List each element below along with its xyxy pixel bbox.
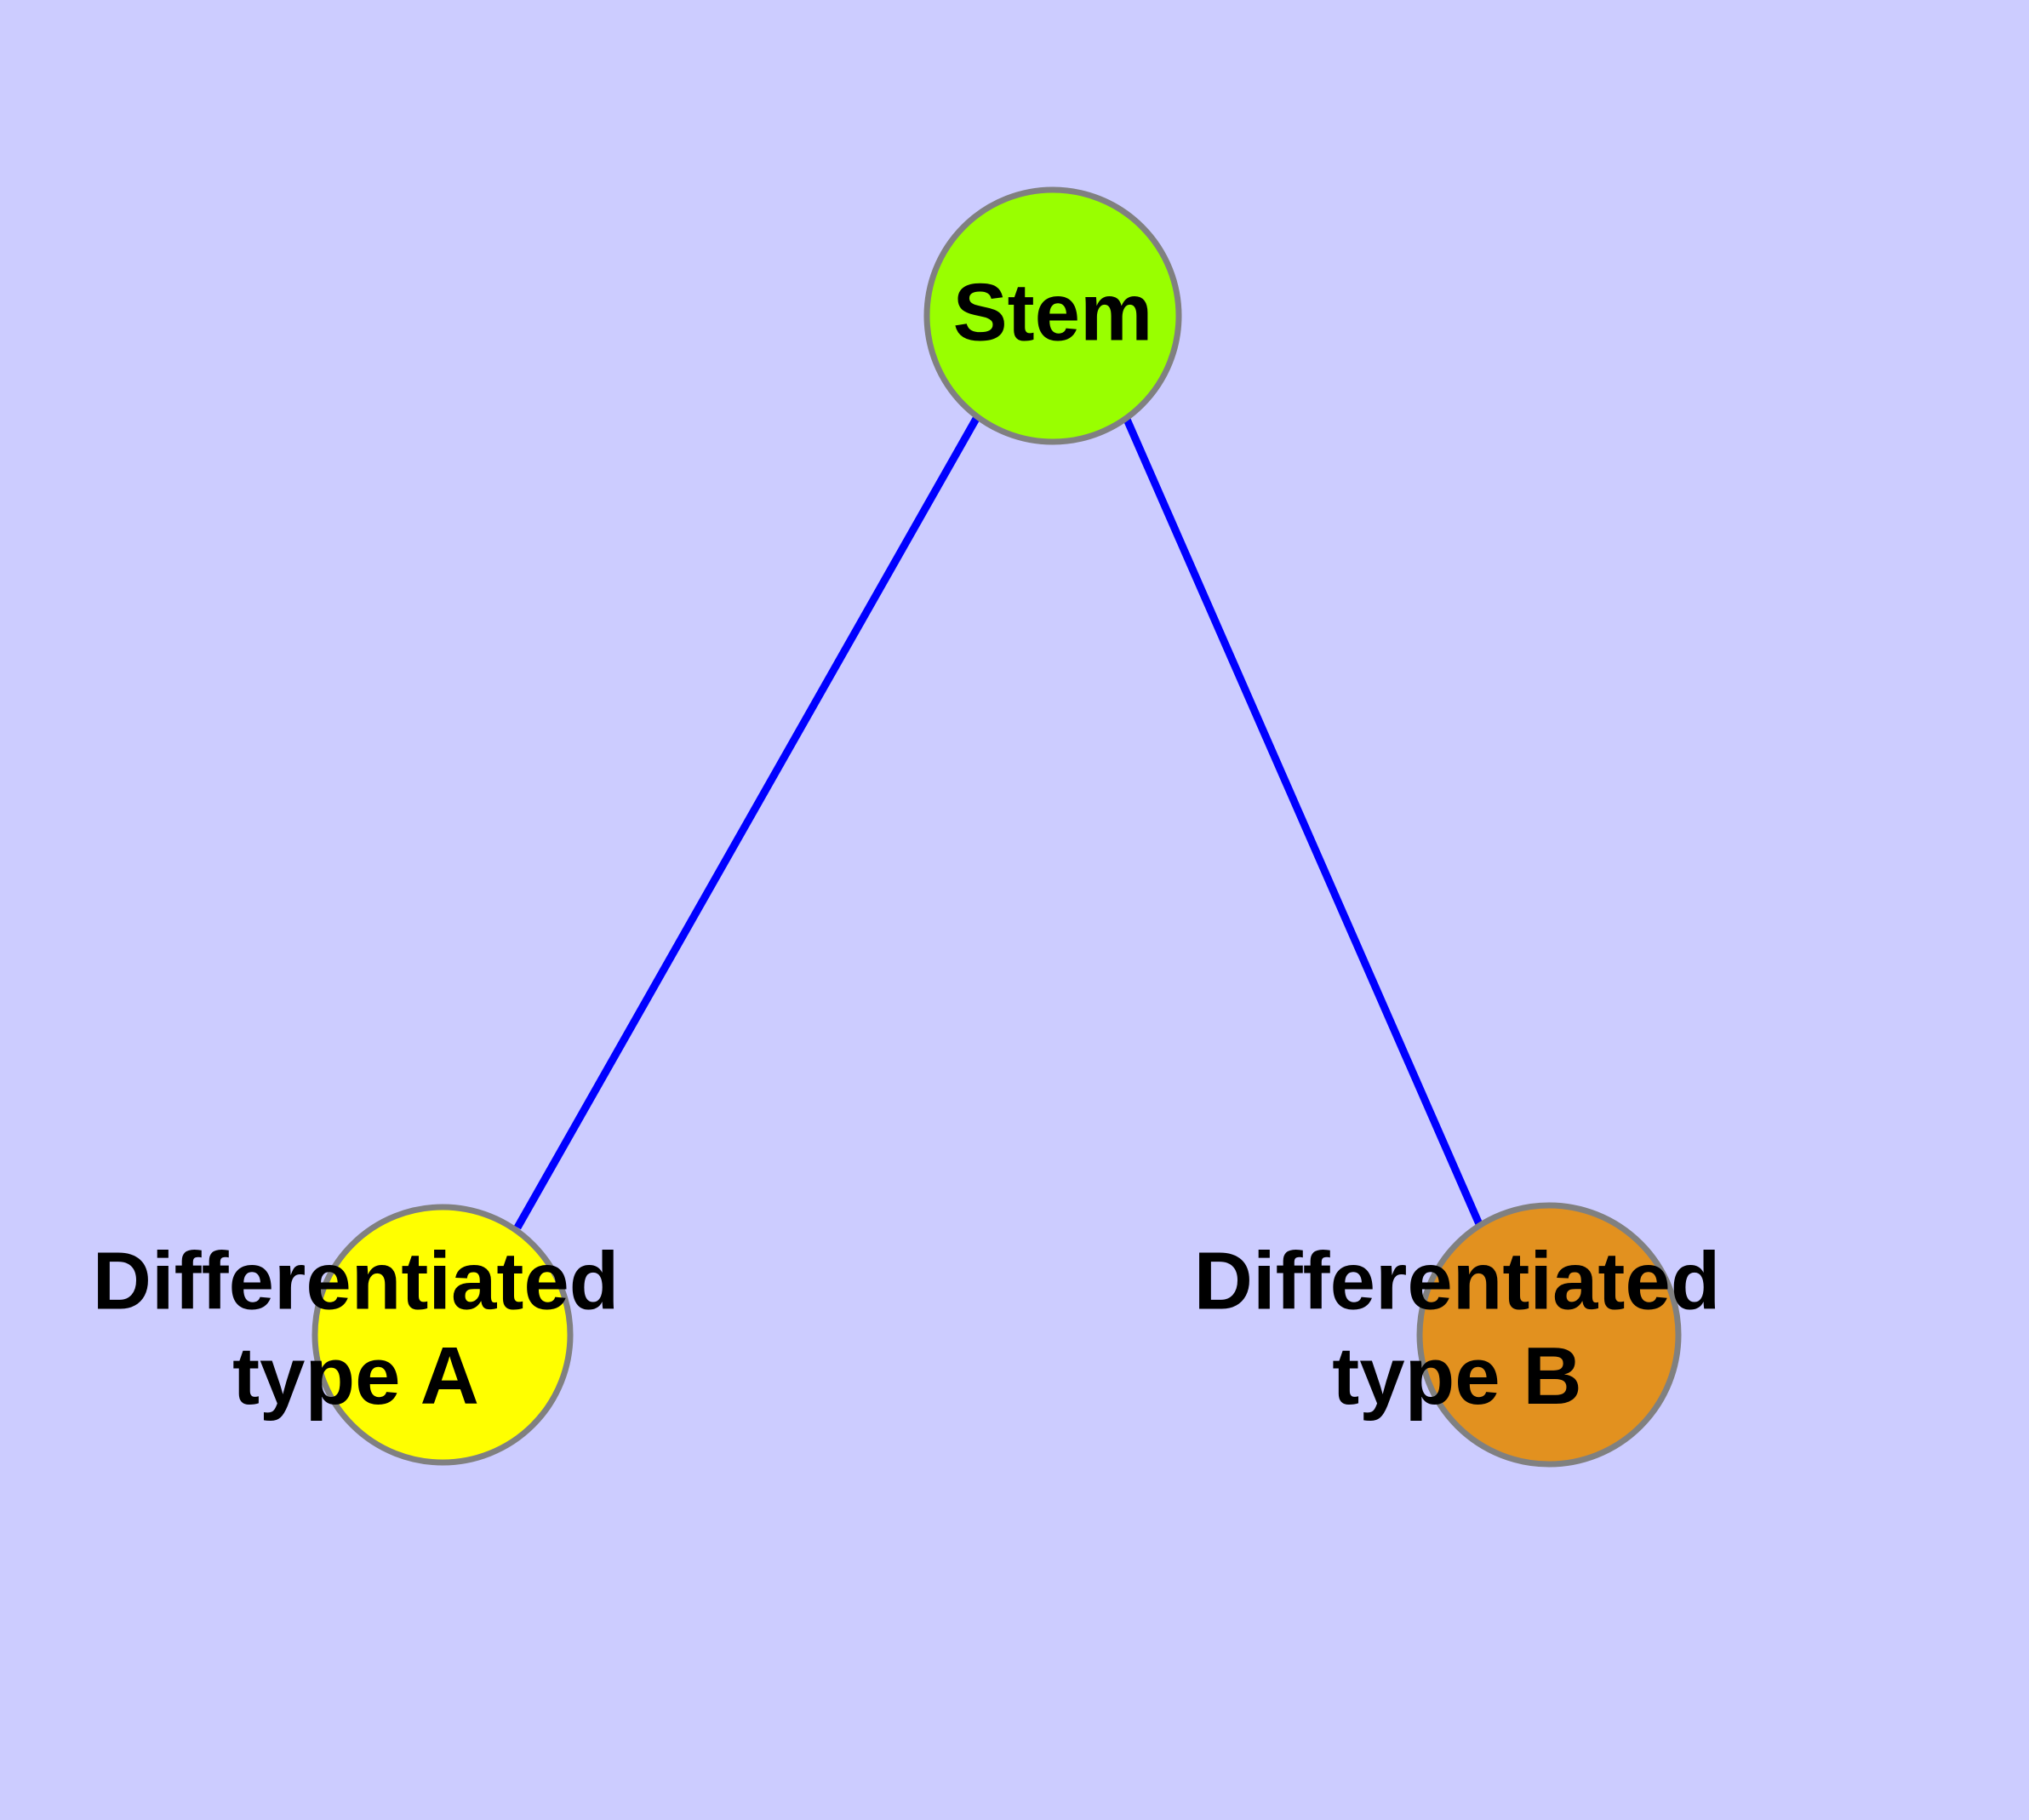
node-diff-a-label-line1: Differentiated xyxy=(93,1236,620,1327)
node-diff-a[interactable] xyxy=(311,1204,574,1466)
node-layer xyxy=(311,186,1682,1468)
node-diff-b-label-line2: type B xyxy=(1332,1331,1581,1422)
edge-stem-to-diff-b[interactable] xyxy=(1121,414,1483,1226)
node-diff-b-circle[interactable] xyxy=(1416,1202,1682,1468)
edge-layer xyxy=(514,414,1483,1230)
node-stem-label: Stem xyxy=(953,266,1153,358)
node-stem[interactable] xyxy=(923,186,1182,445)
node-diff-a-label: Differentiated type A xyxy=(93,1236,620,1422)
node-diff-b-label-line1: Differentiated xyxy=(1194,1236,1721,1327)
node-diff-b-label: Differentiated type B xyxy=(1194,1236,1721,1422)
edge-stem-to-diff-a[interactable] xyxy=(514,415,980,1230)
node-diff-b[interactable] xyxy=(1416,1202,1682,1468)
label-layer: Stem Differentiated type A Differentiate… xyxy=(93,266,1721,1422)
node-diff-a-circle[interactable] xyxy=(311,1204,574,1466)
node-diff-a-label-line2: type A xyxy=(232,1331,479,1422)
node-stem-circle[interactable] xyxy=(923,186,1182,445)
